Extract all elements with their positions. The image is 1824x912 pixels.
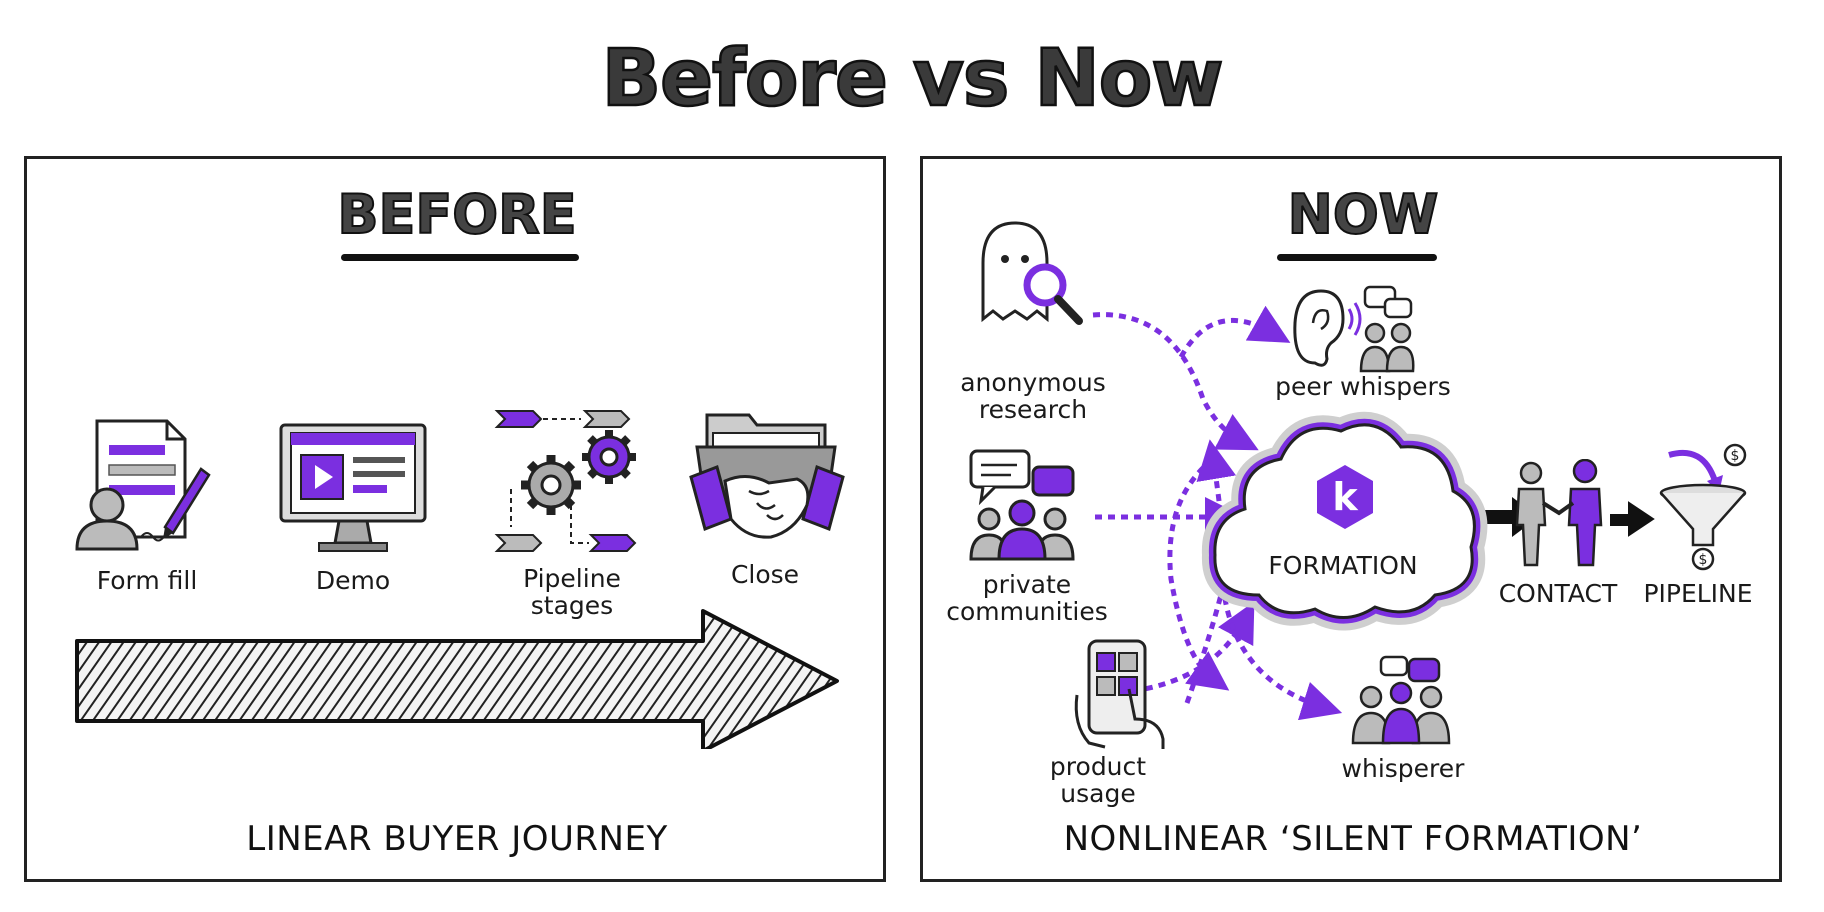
source-label-private-communities: private communities: [946, 570, 1108, 626]
tablet-hands-icon: [1074, 639, 1165, 749]
step-label-pipeline-stages: Pipeline stages: [523, 564, 621, 620]
funnel-dollar-icon: $ $: [1659, 443, 1747, 571]
gears-flow-icon: [494, 410, 637, 552]
monitor-play-icon: [279, 423, 427, 552]
svg-text:$: $: [1699, 552, 1708, 568]
before-footer: LINEAR BUYER JOURNEY: [246, 819, 668, 859]
community-chat-icon: [969, 449, 1075, 561]
two-people-handshake-icon: [1515, 459, 1603, 567]
ghost-magnifier-icon: [981, 221, 1083, 325]
signal-label-whisperer: whisperer: [1341, 754, 1465, 783]
journey-arrow: [75, 609, 839, 749]
now-heading: NOW: [1287, 182, 1440, 247]
now-heading-underline: [1277, 254, 1437, 261]
page-title: Before vs Now: [600, 33, 1224, 126]
group-chat-icon: [1351, 655, 1451, 745]
formation-badge: k: [1332, 475, 1358, 519]
output-label-pipeline: PIPELINE: [1643, 579, 1753, 608]
step-label-demo: Demo: [315, 566, 391, 595]
formation-cloud-icon: [1201, 411, 1488, 631]
formation-label: FORMATION: [1268, 551, 1418, 580]
before-heading: BEFORE: [336, 182, 577, 247]
source-label-anonymous-research: anonymous research: [960, 368, 1106, 424]
signal-label-peer-whispers: peer whispers: [1275, 372, 1451, 401]
ear-people-icon: [1293, 285, 1415, 373]
now-footer: NONLINEAR ‘SILENT FORMATION’: [1063, 819, 1643, 859]
now-panel: NOW anonymous research: [920, 156, 1782, 882]
before-heading-underline: [341, 254, 579, 261]
handshake-folder-icon: [689, 413, 845, 539]
step-label-close: Close: [730, 560, 800, 589]
form-pencil-icon: [75, 419, 211, 551]
step-label-form-fill: Form fill: [96, 566, 198, 595]
before-panel: BEFORE: [24, 156, 886, 882]
output-label-contact: CONTACT: [1498, 579, 1618, 608]
source-label-product-usage: product usage: [1049, 752, 1147, 808]
svg-text:$: $: [1731, 448, 1740, 464]
